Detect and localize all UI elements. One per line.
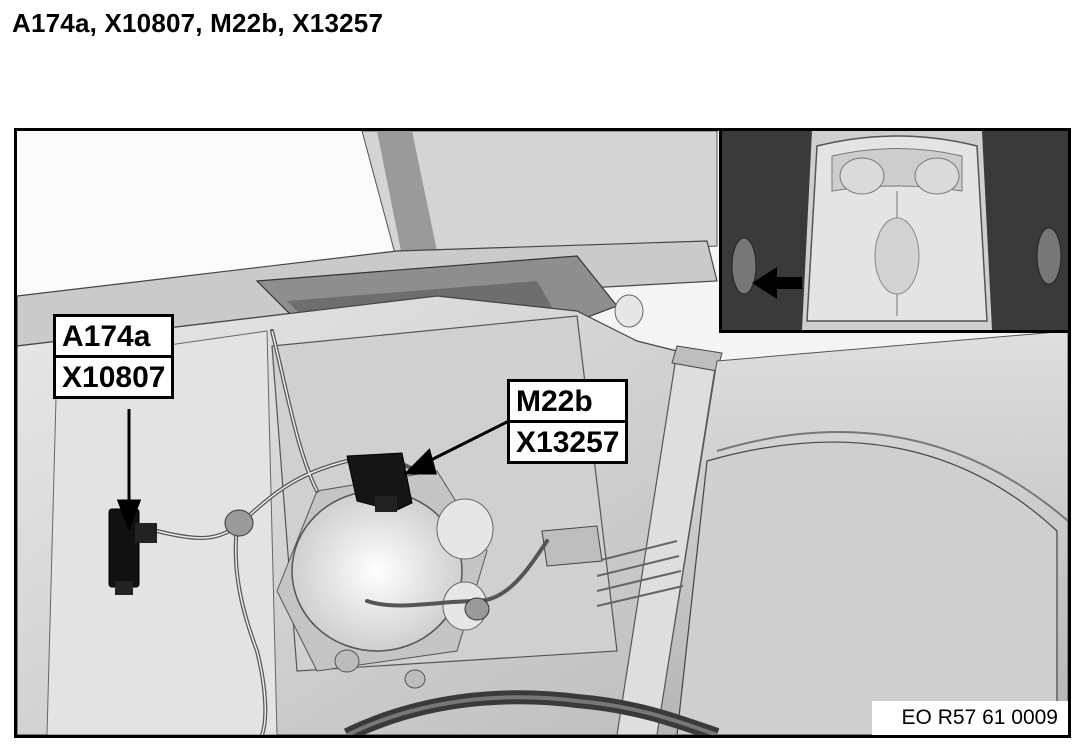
callout-label-a174a: A174a bbox=[53, 314, 175, 358]
page-title: A174a, X10807, M22b, X13257 bbox=[12, 8, 384, 38]
connector-a174a bbox=[108, 508, 157, 595]
callout-label-x10807: X10807 bbox=[53, 355, 175, 399]
component-location-figure: A174a X10807 M22b X13257 EO R57 61 0009 bbox=[14, 128, 1071, 738]
callout-label-x13257: X13257 bbox=[507, 420, 629, 464]
connector-m22b bbox=[346, 452, 413, 512]
rear-seat-overview-illustration bbox=[722, 131, 1068, 330]
callout-right: M22b X13257 bbox=[507, 379, 629, 464]
figure-reference-code: EO R57 61 0009 bbox=[871, 701, 1068, 735]
inset-overview-image bbox=[719, 131, 1068, 333]
callout-left: A174a X10807 bbox=[53, 314, 175, 399]
callout-label-m22b: M22b bbox=[507, 379, 629, 423]
